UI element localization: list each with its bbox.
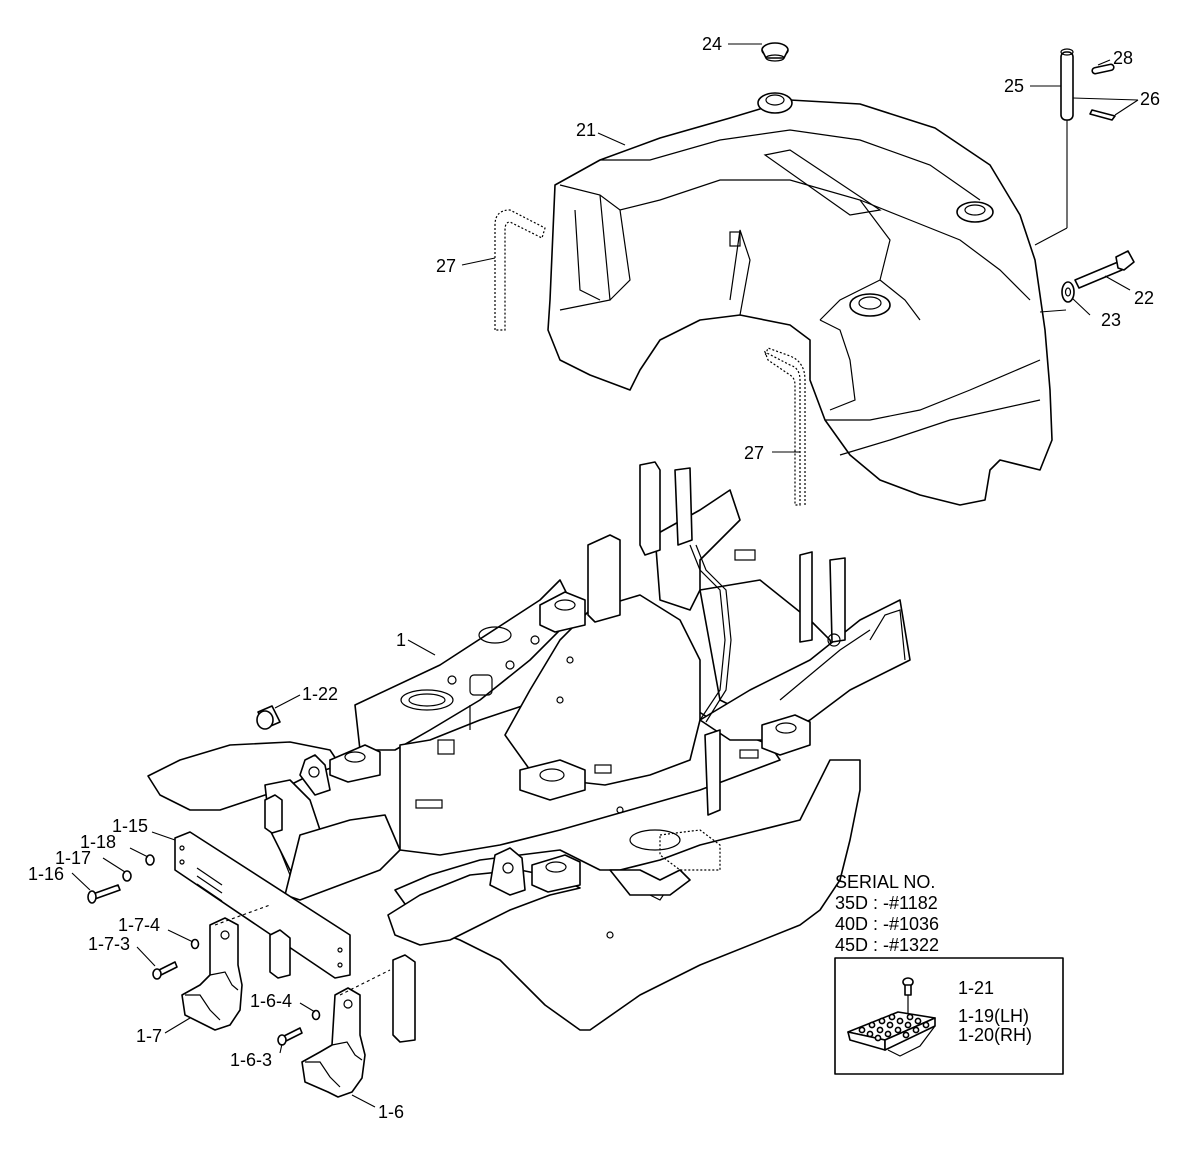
label-27-upper: 27 (436, 256, 456, 276)
label-25: 25 (1004, 76, 1024, 96)
serial-line-40d: 40D : -#1036 (835, 914, 939, 934)
label-27-lower: 27 (744, 443, 764, 463)
weight-1-7 (181, 917, 243, 1031)
lower-bracket-right (392, 954, 416, 1043)
washer-1-7-4 (190, 938, 200, 950)
hose-fitting (609, 869, 691, 896)
bolt-1-16 (87, 884, 121, 904)
bolt-1-21 (902, 977, 914, 1015)
label-1: 1 (396, 630, 406, 650)
label-28: 28 (1113, 48, 1133, 68)
plate-1-15 (174, 831, 351, 979)
label-21: 21 (576, 120, 596, 140)
step-plate-inset (834, 957, 1064, 1075)
label-1-7-3: 1-7-3 (88, 934, 130, 954)
label-1-16: 1-16 (28, 864, 64, 884)
label-1-6-4: 1-6-4 (250, 991, 292, 1011)
label-1-7-4: 1-7-4 (118, 915, 160, 935)
washer-1-18 (145, 854, 155, 866)
lower-bracket-left (269, 929, 291, 979)
leader-lines (71, 43, 1139, 1108)
washer-23 (1061, 281, 1075, 303)
label-1-19-lh: 1-19(LH) (958, 1006, 1029, 1026)
pin-25 (1034, 48, 1074, 246)
rubber-seal-27b (763, 347, 806, 506)
cap-24 (761, 42, 789, 62)
serial-line-35d: 35D : -#1182 (835, 893, 938, 913)
label-1-6-3: 1-6-3 (230, 1050, 272, 1070)
label-1-7: 1-7 (136, 1026, 162, 1046)
bolt-22 (1074, 250, 1135, 289)
label-1-6: 1-6 (378, 1102, 404, 1122)
step-plate-1-19-1-20 (847, 1011, 936, 1057)
label-22: 22 (1134, 288, 1154, 308)
washer-1-6-4 (311, 1009, 321, 1021)
spring-pin-28 (1091, 63, 1115, 75)
bolt-1-6-3 (277, 1027, 303, 1046)
weight-1-6 (301, 987, 366, 1098)
washer-1-17 (122, 870, 132, 882)
label-24: 24 (702, 34, 722, 54)
serial-title: SERIAL NO. (835, 872, 935, 892)
label-1-21: 1-21 (958, 978, 994, 998)
label-1-15: 1-15 (112, 816, 148, 836)
bushing-1-22 (256, 705, 281, 730)
bolt-1-7-3 (152, 961, 178, 980)
snap-pin-26 (1089, 109, 1116, 121)
upper-bracket-left (264, 794, 283, 834)
label-1-17: 1-17 (55, 848, 91, 868)
callout-labels: 24 28 25 26 21 27 22 23 27 1 1-22 1-15 1… (28, 34, 1160, 1122)
label-26: 26 (1140, 89, 1160, 109)
rubber-seal-27a (494, 209, 546, 331)
upper-frame-1 (147, 461, 911, 1031)
counterweight-21 (547, 92, 1053, 506)
label-23: 23 (1101, 310, 1121, 330)
label-1-22: 1-22 (302, 684, 338, 704)
serial-line-45d: 45D : -#1322 (835, 935, 939, 955)
label-1-18: 1-18 (80, 832, 116, 852)
label-1-20-rh: 1-20(RH) (958, 1025, 1032, 1045)
serial-number-note: SERIAL NO. 35D : -#1182 40D : -#1036 45D… (835, 872, 939, 955)
